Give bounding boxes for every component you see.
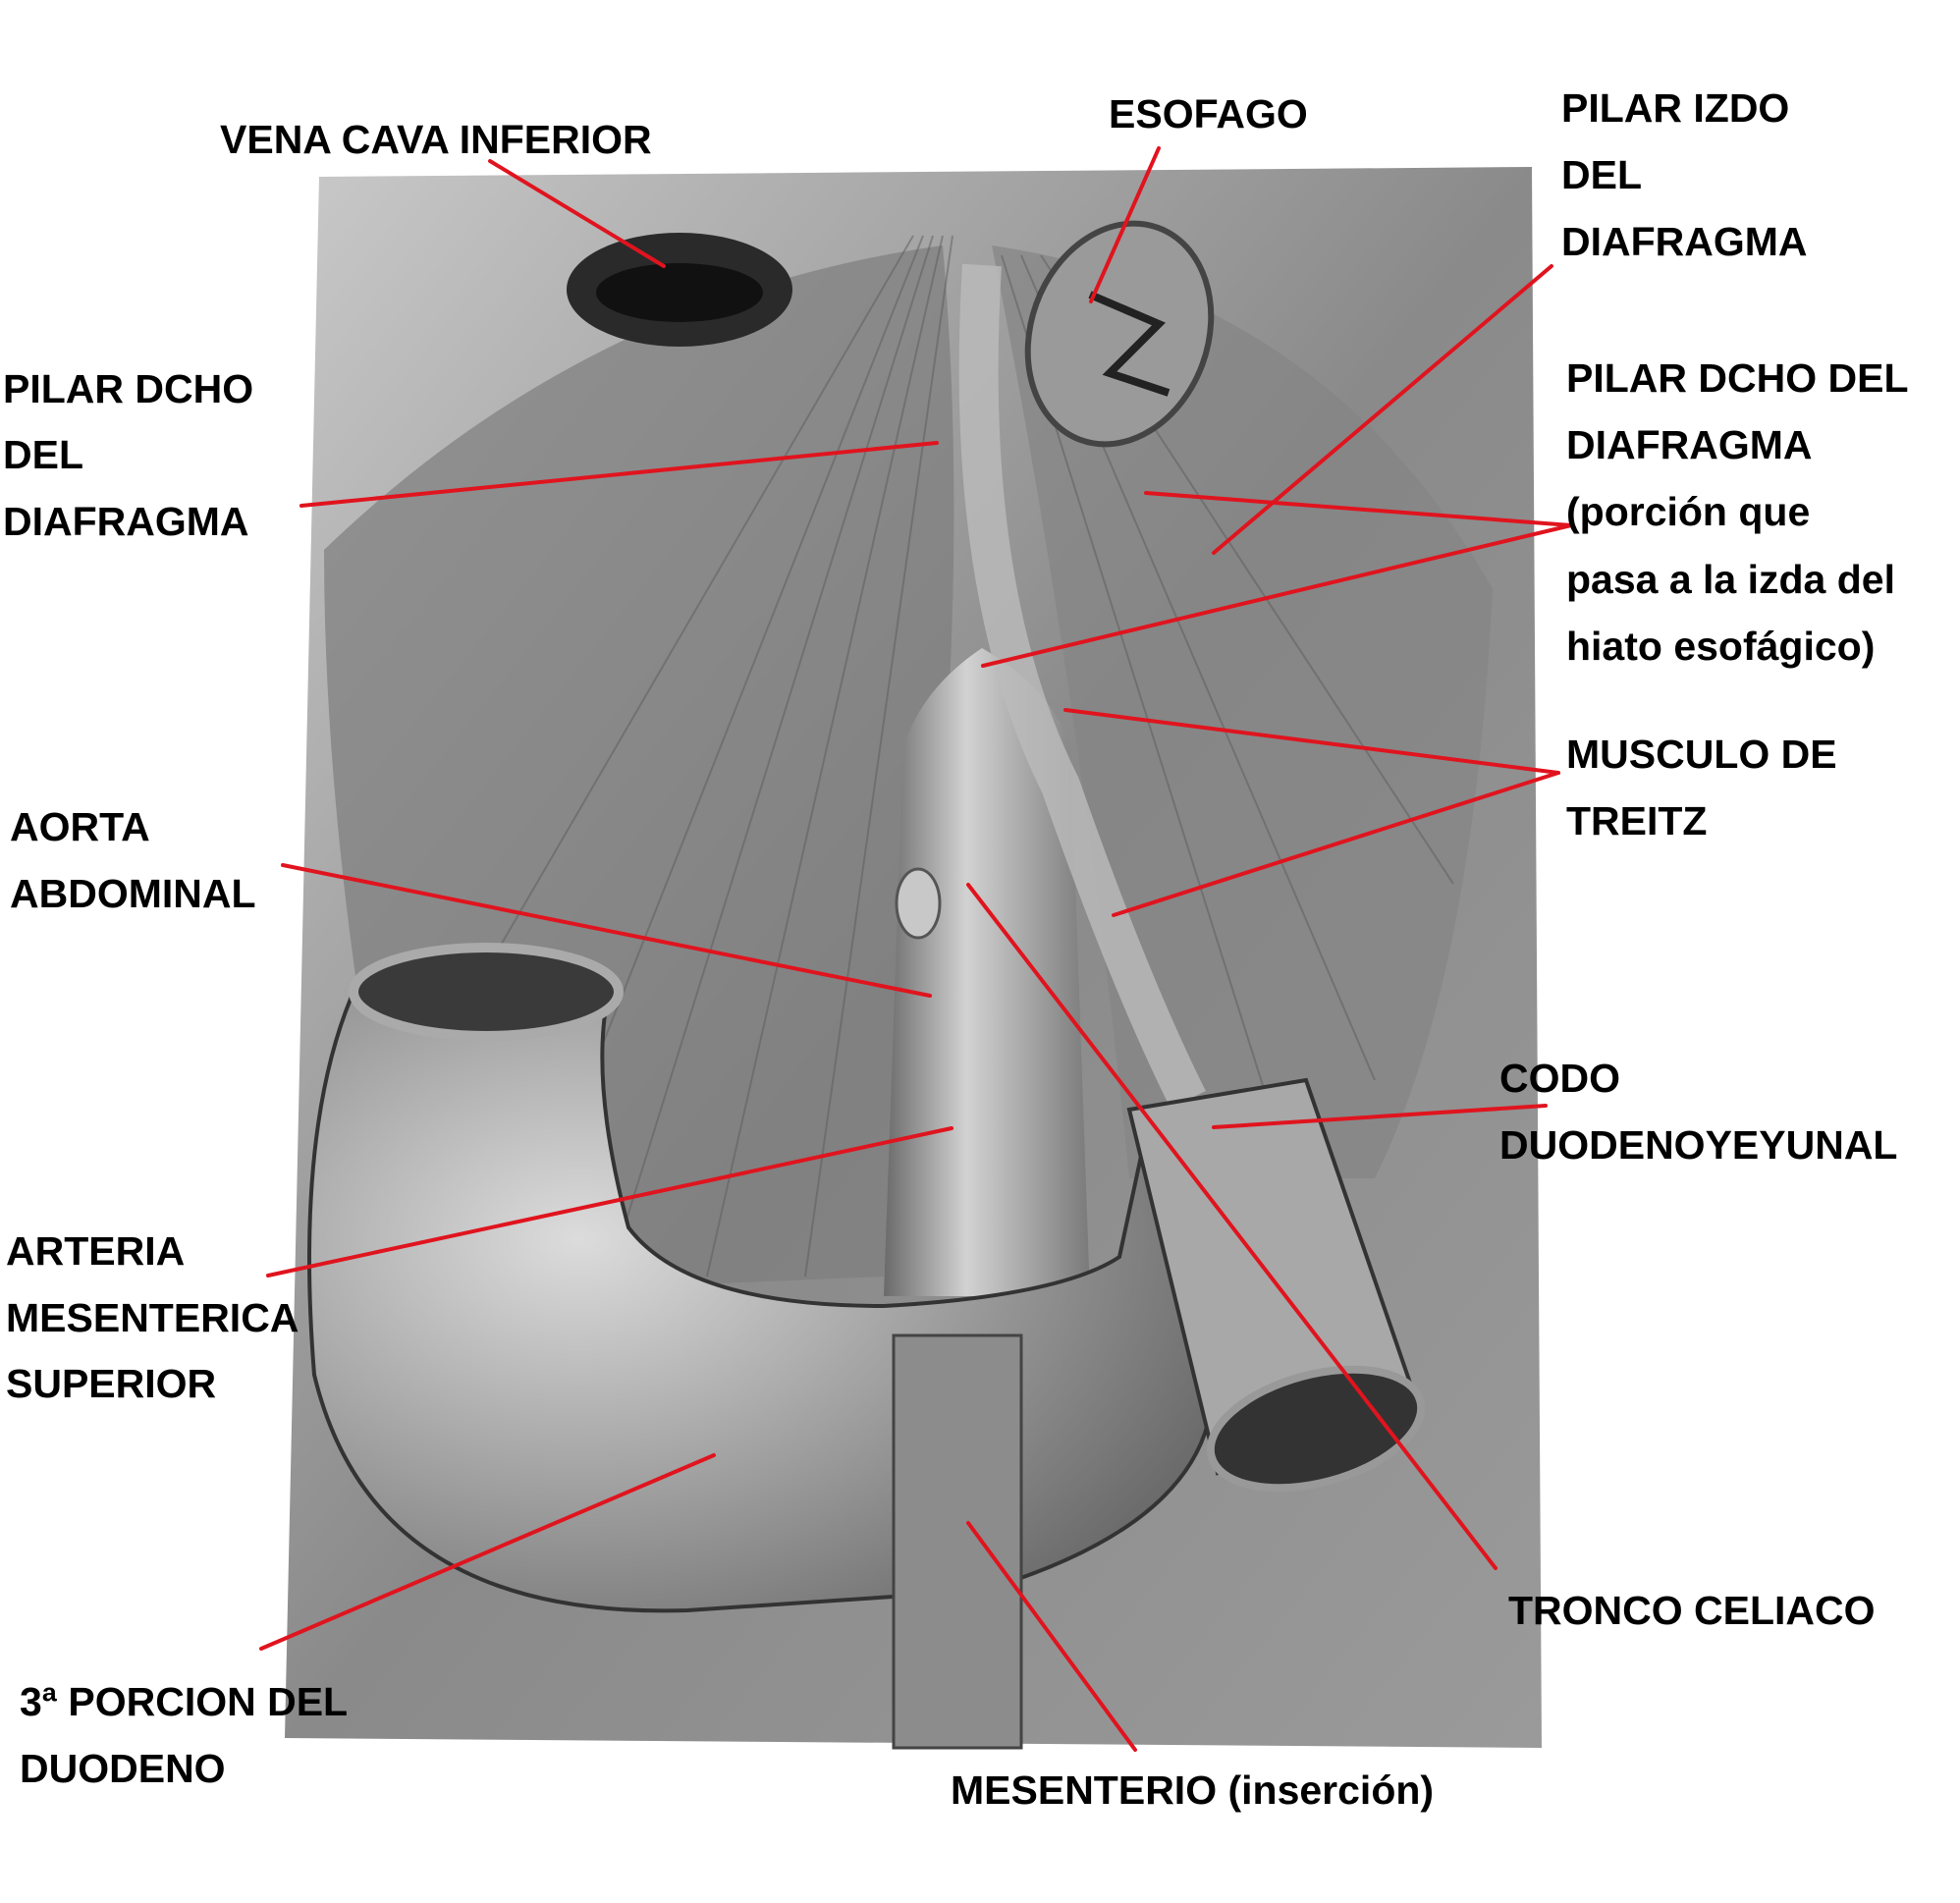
label-pilar-dcho-left: PILAR DCHO DEL DIAFRAGMA [3, 366, 265, 544]
label-aorta: AORTA ABDOMINAL [10, 804, 256, 916]
leader-codo [1212, 1104, 1548, 1129]
label-porcion-duodeno: 3ª PORCION DEL DUODENO [20, 1679, 358, 1791]
label-arteria-mesenterica: ARTERIA MESENTERICA SUPERIOR [6, 1228, 308, 1406]
duodenum-opening [349, 943, 624, 1041]
leader-pilar-dcho-right-b [981, 523, 1573, 668]
leader-tronco-celiaco [966, 883, 1497, 1570]
leader-pilar-dcho-left [299, 441, 939, 508]
abdominal-aorta [884, 648, 1090, 1296]
label-tronco-celiaco: TRONCO CELIACO [1508, 1588, 1876, 1633]
leader-pilar-dcho-right-a [1144, 491, 1573, 527]
label-vena-cava: VENA CAVA INFERIOR [220, 117, 652, 162]
label-pilar-dcho-right: PILAR DCHO DEL DIAFRAGMA (porción que pa… [1566, 355, 1919, 669]
leader-vena-cava [488, 159, 666, 268]
leader-porcion-duodeno [259, 1453, 716, 1651]
label-codo: CODO DUODENOYEYUNAL [1499, 1056, 1897, 1168]
treitz-muscle [958, 263, 1206, 1109]
leader-treitz-a [1063, 708, 1560, 775]
leader-esofago [1089, 146, 1161, 303]
leader-mesenterio [966, 1521, 1137, 1752]
label-esofago: ESOFAGO [1109, 91, 1308, 136]
labels: VENA CAVA INFERIOR ESOFAGO PILAR IZDO DE… [3, 85, 1919, 1813]
leader-pilar-izdo [1212, 264, 1553, 555]
label-musculo-treitz: MUSCULO DE TREITZ [1566, 732, 1848, 843]
leader-lines [259, 146, 1573, 1752]
label-mesenterio: MESENTERIO (inserción) [951, 1767, 1434, 1813]
leader-treitz-b [1112, 771, 1560, 917]
mesentery-root [892, 1333, 1023, 1750]
label-pilar-izdo: PILAR IZDO DEL DIAFRAGMA [1561, 85, 1808, 264]
anatomical-illustration [285, 167, 1542, 1750]
leader-arteria-mesenterica [266, 1126, 953, 1278]
leader-aorta [281, 863, 932, 998]
